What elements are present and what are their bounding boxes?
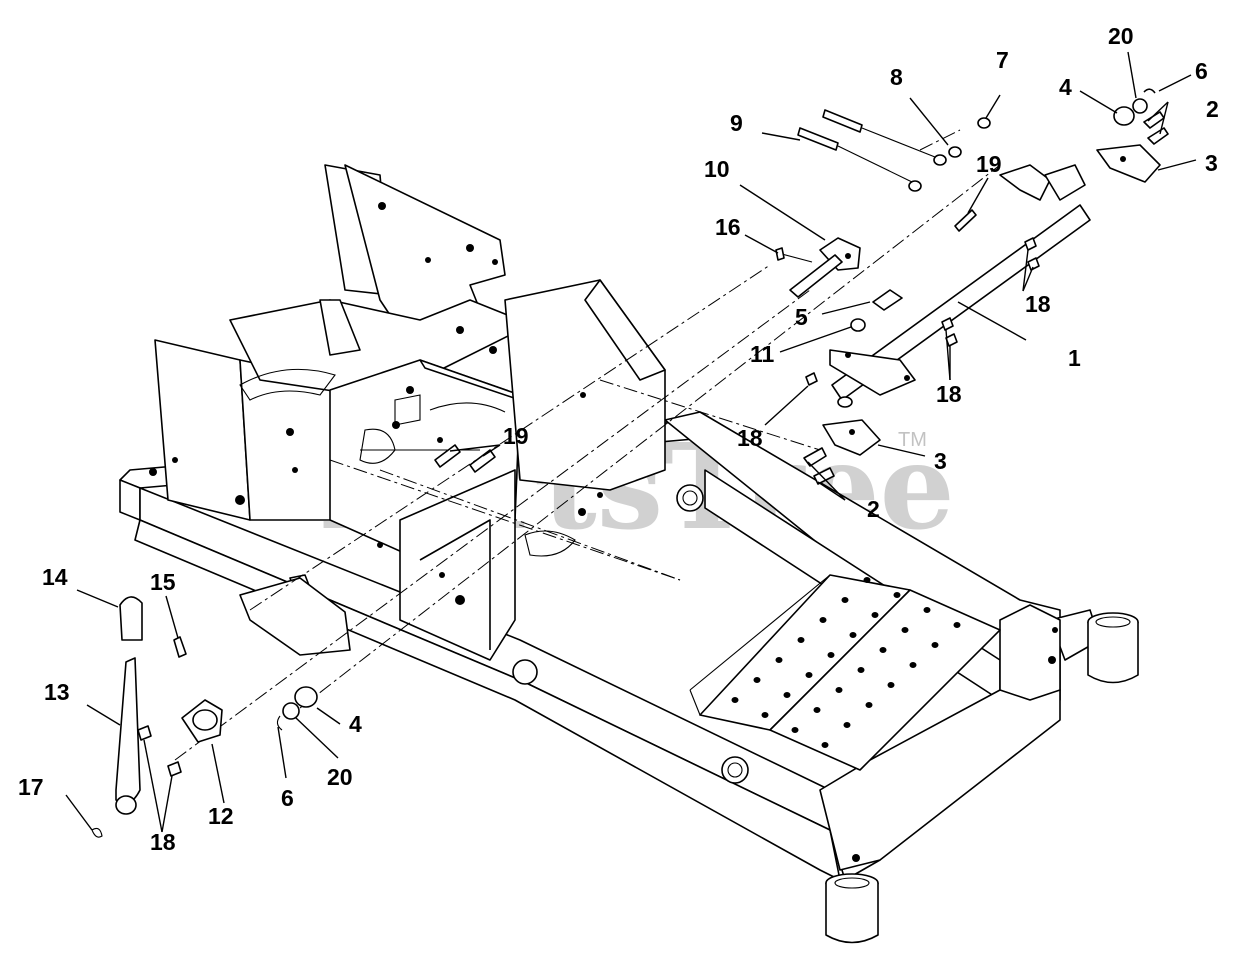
plate-hole xyxy=(843,722,851,728)
plate-hole xyxy=(827,652,835,658)
plate-hole xyxy=(813,707,821,713)
callout-labels: 1 2 2 3 3 4 4 5 6 6 7 8 9 10 11 12 13 14… xyxy=(18,23,1219,855)
part-3-bracket-upper xyxy=(1096,144,1161,183)
foot-plate xyxy=(689,574,1001,771)
part-1-shaft-tube xyxy=(829,164,1091,408)
callout-20-upper: 20 xyxy=(1108,23,1134,49)
plate-hole xyxy=(865,702,873,708)
plate-hole xyxy=(731,697,739,703)
plate-hole xyxy=(871,612,879,618)
callout-6-upper: 6 xyxy=(1195,58,1208,84)
callout-13: 13 xyxy=(44,679,70,705)
callout-16: 16 xyxy=(715,214,741,240)
plate-hole xyxy=(821,742,829,748)
plate-hole xyxy=(901,627,909,633)
watermark-trademark: TM xyxy=(898,429,927,451)
callout-9: 9 xyxy=(730,110,743,136)
callout-18-upper-right: 18 xyxy=(1025,291,1051,317)
callout-4-lower: 4 xyxy=(349,711,362,737)
plate-hole xyxy=(841,597,849,603)
plate-hole xyxy=(761,712,769,718)
callout-17: 17 xyxy=(18,774,44,800)
plate-hole xyxy=(753,677,761,683)
plate-hole xyxy=(893,592,901,598)
callout-18-mid-right: 18 xyxy=(936,381,962,407)
plate-hole xyxy=(863,577,871,583)
plate-hole xyxy=(783,692,791,698)
callout-5: 5 xyxy=(795,304,808,330)
callout-8: 8 xyxy=(890,64,903,90)
callout-2-lower: 2 xyxy=(867,496,880,522)
callout-18-mid: 18 xyxy=(737,425,763,451)
callout-19-upper: 19 xyxy=(976,151,1002,177)
callout-10: 10 xyxy=(704,156,730,182)
plate-hole xyxy=(909,662,917,668)
callout-15: 15 xyxy=(150,569,176,595)
callout-2-upper: 2 xyxy=(1206,96,1219,122)
callout-7: 7 xyxy=(996,47,1009,73)
callout-3-lower: 3 xyxy=(934,448,947,474)
callout-6-lower: 6 xyxy=(281,785,294,811)
callout-11: 11 xyxy=(750,341,775,367)
callout-4-upper: 4 xyxy=(1059,74,1072,100)
callout-14: 14 xyxy=(42,564,68,590)
plate-hole xyxy=(805,672,813,678)
plate-hole xyxy=(923,607,931,613)
callout-3-upper: 3 xyxy=(1205,150,1218,176)
plate-hole xyxy=(931,642,939,648)
plate-hole xyxy=(819,617,827,623)
callout-12: 12 xyxy=(208,803,234,829)
callout-19-lower: 19 xyxy=(503,423,529,449)
callout-18-lower-left: 18 xyxy=(150,829,176,855)
plate-hole xyxy=(887,682,895,688)
plate-hole xyxy=(857,667,865,673)
hardware xyxy=(91,88,1169,838)
plate-hole xyxy=(879,647,887,653)
callout-20-lower: 20 xyxy=(327,764,353,790)
callout-1: 1 xyxy=(1068,345,1081,371)
plate-hole xyxy=(775,657,783,663)
deck-assembly xyxy=(149,164,666,661)
plate-hole xyxy=(849,632,857,638)
plate-hole xyxy=(791,727,799,733)
leader-lines xyxy=(65,51,1197,833)
part-3-bracket-lower xyxy=(822,419,881,456)
plate-hole xyxy=(953,622,961,628)
assembly-lines xyxy=(174,129,1001,761)
plate-hole xyxy=(835,687,843,693)
plate-hole xyxy=(797,637,805,643)
